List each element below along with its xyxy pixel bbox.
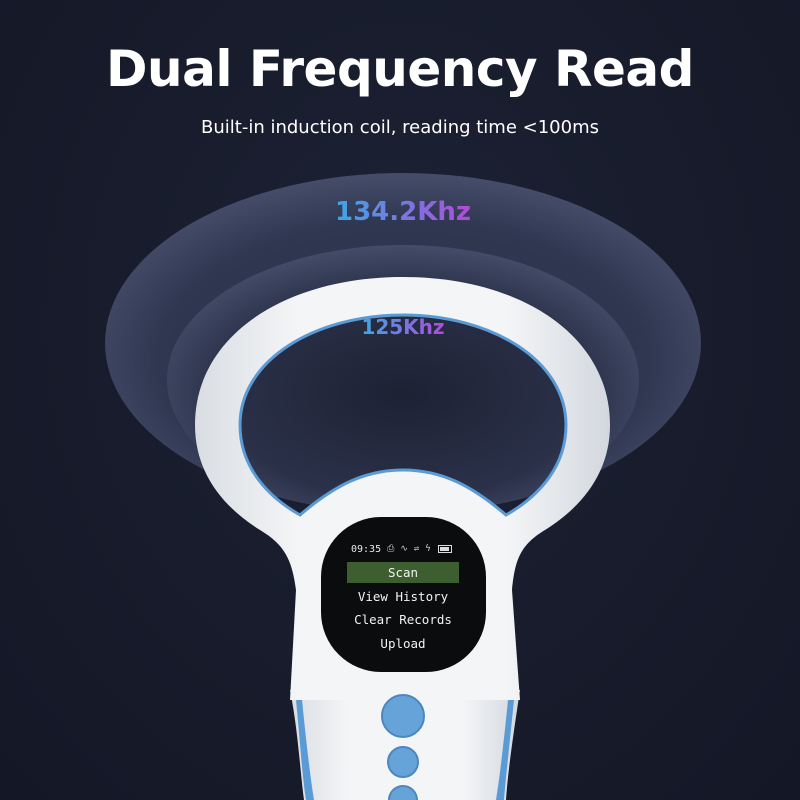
menu-item-clear-records[interactable]: Clear Records [354, 612, 452, 627]
clock-text: 09:35 [351, 543, 382, 555]
handle-blue-trim-left [296, 700, 314, 800]
bluetooth-icon: ∿ [400, 544, 408, 554]
device-third-button[interactable] [388, 785, 418, 800]
device-screen: 09:35 ⎙ ∿ ⇌ ϟ Scan View History Clear Re… [321, 517, 486, 672]
status-bar: 09:35 ⎙ ∿ ⇌ ϟ [351, 543, 461, 555]
handle-blue-trim-right [496, 700, 514, 800]
device-main-button[interactable] [381, 694, 425, 738]
page-title: Dual Frequency Read [106, 40, 694, 98]
ring-inner-trim [238, 313, 568, 517]
menu-item-upload[interactable]: Upload [380, 636, 426, 651]
freq-outer-label: 134.2Khz [335, 197, 471, 227]
usb-icon: ⇌ [413, 544, 420, 554]
printer-icon: ⎙ [387, 544, 395, 554]
menu-item-view-history[interactable]: View History [357, 589, 449, 604]
device-ring-body [195, 277, 610, 700]
battery-icon [437, 545, 452, 553]
device-handle [290, 690, 520, 800]
page-subtitle: Built-in induction coil, reading time <1… [201, 117, 599, 138]
freq-inner-label: 125Khz [361, 315, 444, 339]
charging-icon: ϟ [425, 544, 431, 554]
device-second-button[interactable] [387, 746, 419, 778]
menu-item-scan[interactable]: Scan [347, 562, 459, 583]
